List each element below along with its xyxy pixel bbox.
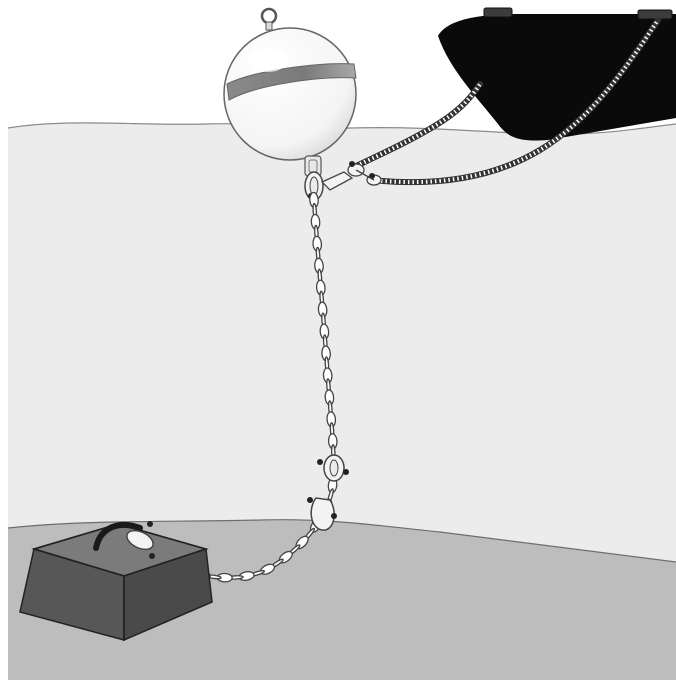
buoy-ball (224, 28, 356, 160)
bow-cleat (484, 8, 512, 17)
bow-cleat (638, 10, 672, 19)
buoy-eye-stem (266, 22, 272, 30)
